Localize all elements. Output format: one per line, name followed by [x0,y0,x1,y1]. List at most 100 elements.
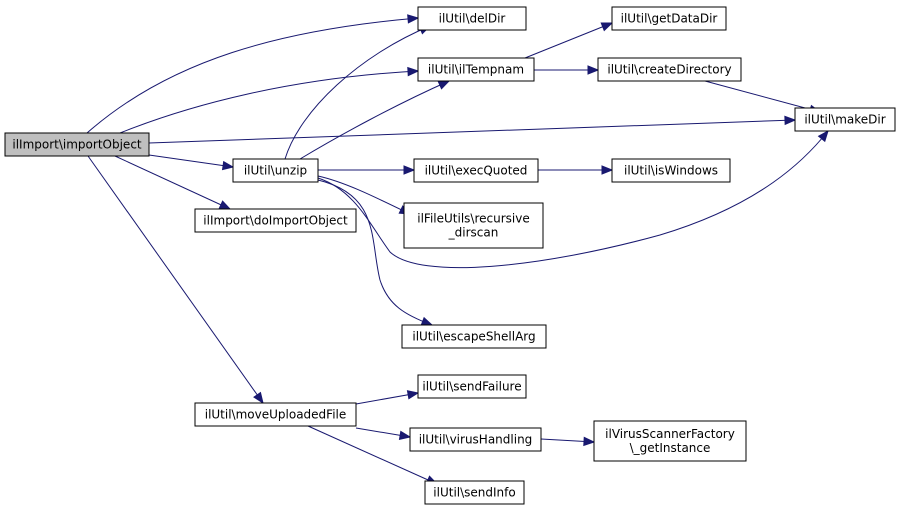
edge-line [317,175,411,215]
node-label: ilImport\doImportObject [203,214,348,228]
node-label: ilUtil\delDir [439,12,506,26]
node-escapeShellArg[interactable]: ilUtil\escapeShellArg [401,324,547,349]
edge-unzip-to-ilTempnam [299,80,451,160]
node-box [417,57,535,82]
node-getInstance[interactable]: ilVirusScannerFactory\_getInstance [593,420,747,462]
node-label: ilUtil\escapeShellArg [412,330,535,344]
node-label: ilImport\importObject [12,138,142,152]
arrowhead [784,115,797,126]
node-box [597,57,742,82]
node-importObject[interactable]: ilImport\importObject [4,132,150,157]
node-box [794,107,896,132]
arrowhead [817,129,829,143]
edge-line [119,70,419,134]
node-label: ilUtil\isWindows [624,164,718,178]
node-box [401,324,547,349]
edge-importObject-to-delDir [86,14,420,134]
node-box [611,6,727,31]
node-unzip[interactable]: ilUtil\unzip [232,158,319,183]
node-box [4,132,150,157]
node-label: ilUtil\sendInfo [433,486,515,500]
node-sendInfo[interactable]: ilUtil\sendInfo [424,480,525,505]
edge-line [317,130,829,269]
node-label: ilUtil\makeDir [804,113,885,127]
node-box [413,158,539,183]
edge-execQuoted-to-isWindows [538,165,614,175]
arrowhead [407,66,420,77]
call-edges [86,14,829,485]
arrowhead [420,316,434,326]
node-createDirectory[interactable]: ilUtil\createDirectory [597,57,742,82]
arrowhead [587,65,600,75]
arrowhead [601,165,614,175]
arrowhead [583,436,596,447]
edge-line [148,154,234,168]
edge-moveUploadedFile-to-sendFailure [355,390,420,405]
edge-importObject-to-makeDir [148,115,797,144]
function-nodes: ilImport\importObject ilUtil\delDir ilUtil… [4,6,896,505]
node-box [424,480,525,505]
edge-line [299,80,450,160]
edge-ilTempnam-to-createDirectory [534,65,600,75]
node-label: ilUtil\sendFailure [422,380,521,394]
edge-line [524,22,613,59]
edge-unzip-to-makeDir [317,129,829,269]
node-ilTempnam[interactable]: ilUtil\ilTempnam [417,57,535,82]
edge-line [86,17,419,134]
arrowhead [600,22,614,32]
arrowhead [253,391,264,405]
node-label: ilUtil\virusHandling [419,433,533,447]
node-label: ilVirusScannerFactory [605,427,735,441]
edge-ilTempnam-to-getDataDir [524,22,614,59]
edge-line [114,155,231,210]
arrowhead [218,200,232,210]
arrowhead [398,430,412,440]
node-sendFailure[interactable]: ilUtil\sendFailure [417,374,527,399]
node-box [417,6,527,31]
edge-unzip-to-recursiveDirscan [317,175,412,215]
node-label: ilFileUtils\recursive [417,212,529,226]
node-moveUploadedFile[interactable]: ilUtil\moveUploadedFile [194,402,357,427]
node-box [194,402,357,427]
node-makeDir[interactable]: ilUtil\makeDir [794,107,896,132]
edge-line [704,80,821,113]
node-getDataDir[interactable]: ilUtil\getDataDir [611,6,727,31]
node-execQuoted[interactable]: ilUtil\execQuoted [413,158,539,183]
node-box [232,158,319,183]
edge-line [284,25,431,160]
node-box [611,158,731,183]
node-label: ilUtil\moveUploadedFile [205,408,347,422]
node-box [403,202,544,249]
node-label: ilUtil\ilTempnam [428,63,524,77]
node-label: ilUtil\execQuoted [425,164,528,178]
edge-line [87,155,264,404]
edge-unzip-to-escapeShellArg [317,179,434,326]
edge-unzip-to-delDir [284,25,432,160]
node-label: ilUtil\unzip [244,164,307,178]
edge-line [317,179,433,326]
edge-importObject-to-moveUploadedFile [87,155,264,405]
node-recursiveDirscan[interactable]: ilFileUtils\recursive_dirscan [403,202,544,249]
node-label: ilUtil\createDirectory [607,63,731,77]
node-delDir[interactable]: ilUtil\delDir [417,6,527,31]
edge-unzip-to-execQuoted [318,165,416,175]
node-label: \_getInstance [630,441,711,455]
node-label: ilUtil\getDataDir [621,12,718,26]
edge-line [148,119,796,144]
arrowhead [437,80,451,90]
edge-line [307,425,438,485]
node-virusHandling[interactable]: ilUtil\virusHandling [409,427,542,452]
node-label: _dirscan [448,226,499,240]
node-box [409,427,542,452]
edge-virusHandling-to-getInstance [540,436,596,447]
edge-importObject-to-ilTempnam [119,66,420,134]
node-box [593,420,747,462]
node-doImportObject[interactable]: ilImport\doImportObject [194,208,357,233]
node-box [417,374,527,399]
arrowhead [406,390,420,400]
arrowhead [221,160,235,171]
node-box [194,208,357,233]
node-isWindows[interactable]: ilUtil\isWindows [611,158,731,183]
edge-moveUploadedFile-to-virusHandling [355,427,412,440]
